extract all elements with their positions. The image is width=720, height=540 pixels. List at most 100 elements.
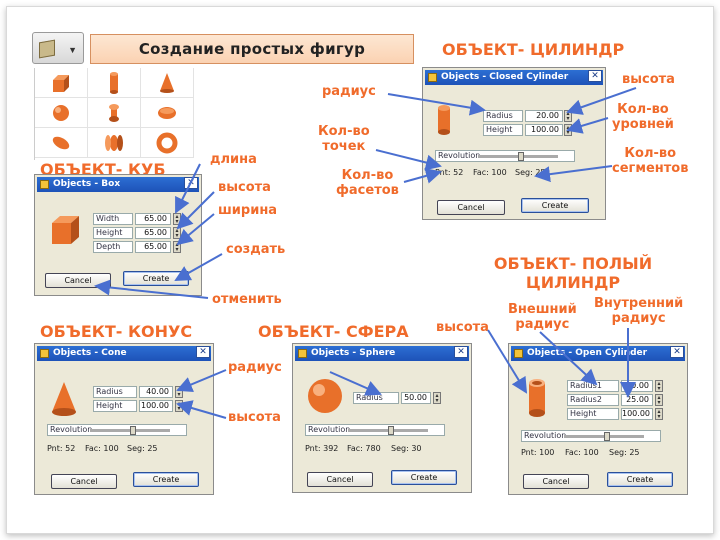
closed-cylinder-dialog: Objects - Closed Cylinder ✕ Radius 20.00…	[422, 67, 606, 220]
slider-thumb[interactable]	[604, 432, 610, 441]
note-cone-height: высота	[228, 410, 281, 425]
torus-disc-shape-button[interactable]	[141, 98, 194, 128]
arrow-box-height	[176, 191, 215, 230]
height-input[interactable]: 100.00	[525, 124, 563, 136]
segments-count: Seg: 25	[515, 168, 546, 177]
spool-icon	[105, 134, 123, 151]
ellipsoid-shape-button[interactable]	[35, 128, 88, 158]
points-count: Pnt: 392	[305, 444, 339, 453]
close-icon[interactable]: ✕	[670, 346, 684, 358]
objects-menu-button[interactable]: ▼	[32, 32, 84, 64]
dialog-title: Objects - Sphere	[311, 348, 396, 358]
outer-radius-spinner[interactable]: ▴▾	[655, 380, 663, 392]
cancel-button[interactable]: Cancel	[437, 200, 505, 215]
facets-count: Fac: 100	[85, 444, 119, 453]
sphere-icon	[53, 104, 69, 121]
outer-radius-label: Radius1	[567, 380, 619, 392]
capsule-shape-button[interactable]	[88, 98, 141, 128]
arrow-box-length	[175, 163, 201, 214]
note-cylinder-height: высота	[622, 72, 675, 87]
height-input[interactable]: 65.00	[135, 227, 171, 239]
cone-shape-button[interactable]	[141, 68, 194, 98]
arrow-sphere-radius	[329, 371, 382, 396]
heading-cone: ОБЪЕКТ- КОНУС	[40, 322, 193, 341]
box-preview-icon	[52, 216, 79, 244]
cylinder-icon	[110, 71, 118, 94]
note-line: радиус	[515, 317, 570, 332]
note-line: Кол-во	[318, 124, 370, 139]
box-icon	[53, 74, 69, 92]
revolution-slider[interactable]: Revolution	[305, 424, 445, 436]
height-label: Height	[567, 408, 619, 420]
torus-shape-button[interactable]	[141, 128, 194, 158]
window-icon	[298, 349, 307, 358]
close-icon[interactable]: ✕	[196, 346, 210, 358]
arrow-cylinder-height	[566, 87, 637, 115]
arrow-cylinder-segments	[534, 165, 613, 183]
sphere-dialog: Objects - Sphere ✕ Radius 50.00 ▴▾ Revol…	[292, 343, 472, 493]
create-button[interactable]: Create	[607, 472, 673, 487]
inner-radius-spinner[interactable]: ▴▾	[655, 394, 663, 406]
depth-input[interactable]: 65.00	[135, 241, 171, 253]
cancel-button[interactable]: Cancel	[307, 472, 373, 487]
cone-dialog: Objects - Cone ✕ Radius 40.00 ▴▾ Height …	[34, 343, 214, 495]
revolution-slider[interactable]: Revolution	[435, 150, 575, 162]
cone-icon	[160, 72, 174, 93]
create-button[interactable]: Create	[133, 472, 199, 487]
height-spinner[interactable]: ▴▾	[655, 408, 663, 420]
note-line: Внешний	[508, 302, 577, 317]
radius-input[interactable]: 50.00	[401, 392, 431, 404]
note-line: Кол-во	[341, 168, 394, 183]
radius-label: Radius	[483, 110, 523, 122]
arrow-cylinder-facets	[403, 168, 442, 184]
width-input[interactable]: 65.00	[135, 213, 171, 225]
open-cylinder-preview-icon	[529, 379, 545, 417]
cancel-button[interactable]: Cancel	[51, 474, 117, 489]
create-button[interactable]: Create	[123, 271, 189, 286]
revolution-slider[interactable]: Revolution	[521, 430, 661, 442]
create-button[interactable]: Create	[521, 198, 589, 213]
window-icon	[40, 349, 49, 358]
radius-spinner[interactable]: ▴▾	[433, 392, 441, 404]
revolution-label: Revolution	[50, 425, 93, 434]
height-input[interactable]: 100.00	[139, 400, 173, 412]
arrow-cylinder-points	[375, 149, 442, 171]
arrow-cylinder-levels	[566, 117, 609, 134]
page-title: Создание простых фигур	[90, 34, 414, 64]
depth-label: Depth	[93, 241, 133, 253]
revolution-slider[interactable]: Revolution	[47, 424, 187, 436]
close-icon[interactable]: ✕	[454, 346, 468, 358]
create-button[interactable]: Create	[391, 470, 457, 485]
close-icon[interactable]: ✕	[588, 70, 602, 82]
capsule-icon	[109, 103, 119, 122]
cancel-button[interactable]: Cancel	[523, 474, 589, 489]
arrow-box-cancel	[94, 279, 209, 299]
cylinder-shape-button[interactable]	[88, 68, 141, 98]
radius-label: Radius	[93, 386, 137, 398]
arrow-box-width	[176, 213, 215, 246]
radius-input[interactable]: 40.00	[139, 386, 173, 398]
window-icon	[428, 73, 437, 82]
facets-count: Fac: 100	[565, 448, 599, 457]
note-line: Кол-во	[624, 146, 677, 161]
height-input[interactable]: 100.00	[621, 408, 653, 420]
dialog-title: Objects - Box	[53, 179, 121, 189]
radius-input[interactable]: 20.00	[525, 110, 563, 122]
dialog-titlebar: Objects - Box	[37, 177, 199, 192]
slider-thumb[interactable]	[388, 426, 394, 435]
height-label: Height	[483, 124, 523, 136]
slider-thumb[interactable]	[518, 152, 524, 161]
note-line: радиус	[611, 311, 666, 326]
arrow-hollow-height	[487, 329, 528, 394]
arrow-cone-radius	[176, 369, 227, 392]
slider-thumb[interactable]	[130, 426, 136, 435]
spool-shape-button[interactable]	[88, 128, 141, 158]
arrow-outer-radius	[539, 331, 598, 386]
box-shape-button[interactable]	[35, 68, 88, 98]
sphere-shape-button[interactable]	[35, 98, 88, 128]
note-box-length: длина	[210, 152, 257, 167]
